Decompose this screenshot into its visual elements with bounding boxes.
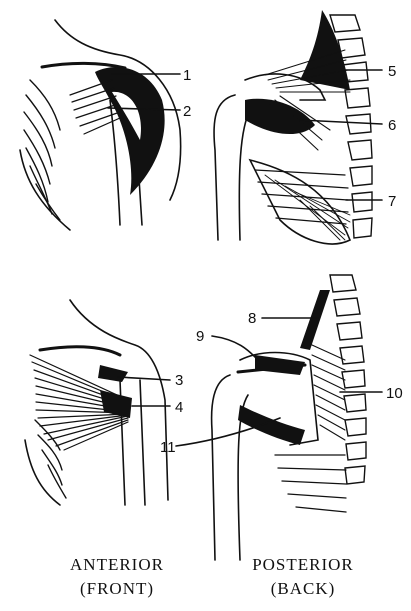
- label-4: 4: [175, 399, 183, 416]
- posterior-shoulder-bottom: [176, 275, 382, 560]
- label-9: 9: [196, 328, 204, 345]
- teres-major-muscle: [238, 405, 305, 445]
- pectoralis-minor-muscle: [98, 365, 128, 382]
- label-8: 8: [248, 310, 256, 327]
- supraspinatus-muscle: [255, 355, 305, 375]
- label-3: 3: [175, 372, 183, 389]
- ribcage-front-top: [24, 80, 60, 220]
- label-5: 5: [388, 63, 396, 80]
- label-1: 1: [183, 67, 191, 84]
- posterior-shoulder-top: [214, 10, 382, 244]
- anterior-shoulder-top: [20, 20, 181, 230]
- anterior-subtitle: (FRONT): [42, 577, 192, 601]
- posterior-title: POSTERIOR: [228, 553, 378, 577]
- label-2: 2: [183, 103, 191, 120]
- levator-scapulae-muscle: [300, 290, 330, 350]
- trapezius-muscle: [300, 10, 350, 90]
- posterior-caption: POSTERIOR (BACK): [228, 553, 378, 601]
- anterior-caption: ANTERIOR (FRONT): [42, 553, 192, 601]
- label-11: 11: [160, 439, 176, 456]
- posterior-subtitle: (BACK): [228, 577, 378, 601]
- label-10: 10: [386, 385, 403, 402]
- anterior-shoulder-bottom: [25, 300, 170, 505]
- label-6: 6: [388, 117, 396, 134]
- label-7: 7: [388, 193, 396, 210]
- anterior-title: ANTERIOR: [42, 553, 192, 577]
- deltoid-muscle: [95, 67, 165, 195]
